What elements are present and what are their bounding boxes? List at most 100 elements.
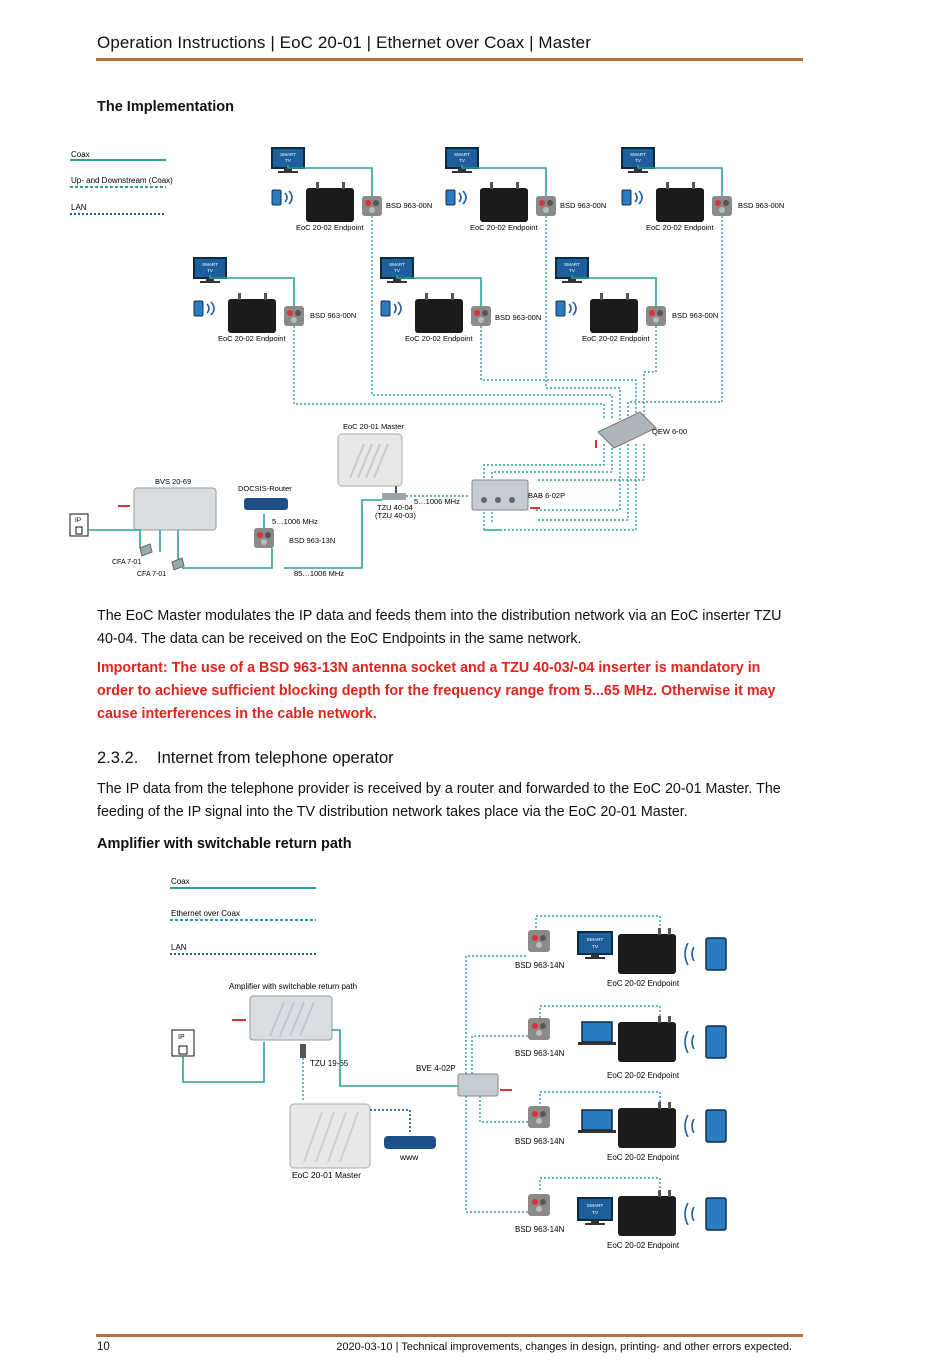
endpoint-device xyxy=(618,1102,676,1148)
endpoint-label: EoC 20-02 Endpoint xyxy=(607,979,680,988)
qew-splitter: QEW 6-00 xyxy=(595,411,687,449)
master-description: The EoC Master modulates the IP data and… xyxy=(97,608,782,647)
implementation-diagram: SMART TV Coax Up- and Downstream (Coax) … xyxy=(69,147,784,578)
amp-label: Amplifier with switchable return path xyxy=(229,982,357,991)
qew-label: QEW 6-00 xyxy=(652,427,687,436)
legend-coax-label: Coax xyxy=(171,877,190,886)
freq-label: 5…1006 MHz xyxy=(272,517,318,526)
bab-label: BAB 6-02P xyxy=(528,491,565,500)
laptop-icon xyxy=(577,1109,617,1134)
implementation-heading: The Implementation xyxy=(97,99,234,115)
antenna-socket-icon xyxy=(646,306,666,326)
antenna-socket-icon xyxy=(536,196,556,216)
tablet-icon xyxy=(684,937,727,971)
legend-updown-label: Up- and Downstream (Coax) xyxy=(71,176,173,185)
bab-splitter: BAB 6-02P xyxy=(471,479,565,511)
ip-socket: IP xyxy=(69,513,89,537)
important-note: Important: The use of a BSD 963-13N ante… xyxy=(97,660,776,722)
bsd-label: BSD 963-00N xyxy=(672,311,718,320)
page-number: 10 xyxy=(97,1341,110,1353)
endpoint-label: EoC 20-02 Endpoint xyxy=(646,223,714,232)
tzu-inserter: TZU 19-65 xyxy=(300,1044,349,1100)
coax-lines xyxy=(88,499,382,569)
endpoint-unit-4: BSD 963-00N EoC 20-02 Endpoint xyxy=(193,257,356,343)
antenna-socket-icon xyxy=(528,1194,550,1216)
legend-coax-label: Coax xyxy=(71,150,90,159)
www-label: www xyxy=(399,1152,419,1162)
legend-lan-label: LAN xyxy=(71,203,87,212)
ip-label: IP xyxy=(178,1034,185,1041)
bsd-label: BSD 963-00N xyxy=(560,201,606,210)
distribution-lines xyxy=(293,216,723,531)
endpoint-unit-5: BSD 963-00N EoC 20-02 Endpoint xyxy=(380,257,541,343)
www-router: www xyxy=(384,1136,436,1162)
docsis-label: DOCSIS-Router xyxy=(238,484,292,493)
bvs-label: BVS 20-69 xyxy=(155,477,191,486)
antenna-socket-icon xyxy=(528,1018,550,1040)
bsd-label: BSD 963-14N xyxy=(515,961,565,970)
tablet-icon xyxy=(445,189,467,206)
endpoint-label: EoC 20-02 Endpoint xyxy=(607,1241,680,1250)
smart-tv-icon xyxy=(555,257,589,284)
endpoint-label: EoC 20-02 Endpoint xyxy=(582,334,650,343)
endpoint-label: EoC 20-02 Endpoint xyxy=(218,334,286,343)
coax-ip-line xyxy=(182,1042,265,1083)
tzu-label: TZU 40-04 xyxy=(377,503,413,512)
antenna-socket-icon xyxy=(284,306,304,326)
smart-tv-icon xyxy=(445,147,479,174)
endpoint-device xyxy=(590,293,638,333)
endpoint-device xyxy=(618,1016,676,1062)
master-label: EoC 20-01 Master xyxy=(292,1170,361,1180)
tablet-icon xyxy=(271,189,293,206)
bsd-label: BSD 963-00N xyxy=(310,311,356,320)
smart-tv-icon xyxy=(577,931,613,960)
section-heading: 2.3.2.Internet from telephone operator xyxy=(97,749,394,768)
header-rule xyxy=(96,58,803,61)
endpoint2-unit-3: BSD 963-14N EoC 20-02 Endpoint xyxy=(515,1091,727,1162)
tablet-icon xyxy=(380,300,402,317)
freq-85-label: 85…1006 MHz xyxy=(294,569,344,578)
endpoint-device xyxy=(656,182,704,222)
antenna-socket-icon xyxy=(528,1106,550,1128)
eoc-master-device: EoC 20-01 Master xyxy=(337,422,404,494)
telephone-description: The IP data from the telephone provider … xyxy=(97,781,781,820)
bsd-label: BSD 963-14N xyxy=(515,1049,565,1058)
endpoint-label: EoC 20-02 Endpoint xyxy=(405,334,473,343)
endpoint-label: EoC 20-02 Endpoint xyxy=(607,1153,680,1162)
endpoint-device xyxy=(228,293,276,333)
bsd-label: BSD 963-14N xyxy=(515,1225,565,1234)
antenna-socket-icon xyxy=(528,930,550,952)
ip-label: IP xyxy=(75,517,81,524)
smart-tv-icon xyxy=(271,147,305,174)
endpoint2-unit-4: BSD 963-14N EoC 20-02 Endpoint xyxy=(515,1177,727,1250)
antenna-socket-icon xyxy=(362,196,382,216)
smart-tv-icon xyxy=(193,257,227,284)
endpoint-label: EoC 20-02 Endpoint xyxy=(470,223,538,232)
bsd13n-label: BSD 963-13N xyxy=(289,536,335,545)
tablet-icon xyxy=(621,189,643,206)
eoc-master-device: EoC 20-01 Master xyxy=(289,1103,371,1180)
antenna-socket-icon xyxy=(712,196,732,216)
return-path-amplifier: Amplifier with switchable return path xyxy=(229,982,357,1041)
tzu-inserter: TZU 40-04 (TZU 40-03) 5…1006 MHz xyxy=(375,493,470,520)
endpoint-unit-1: BSD 963-00N EoC 20-02 Endpoint xyxy=(271,147,432,232)
tzu-alt-label: (TZU 40-03) xyxy=(375,511,416,520)
amplifier-heading: Amplifier with switchable return path xyxy=(97,836,352,852)
endpoint2-unit-2: BSD 963-14N EoC 20-02 Endpoint xyxy=(515,1005,727,1080)
bsd-label: BSD 963-00N xyxy=(386,201,432,210)
bsd13n-socket: BSD 963-13N xyxy=(254,528,335,548)
endpoint-device xyxy=(306,182,354,222)
bsd-label: BSD 963-14N xyxy=(515,1137,565,1146)
freq-label: 5…1006 MHz xyxy=(414,497,460,506)
smart-tv-icon xyxy=(577,1197,613,1226)
endpoint-label: EoC 20-02 Endpoint xyxy=(607,1071,680,1080)
cfa-attenuators: CFA 7-01 CFA 7-01 xyxy=(112,543,185,578)
section-title: Internet from telephone operator xyxy=(157,749,394,767)
endpoint-label: EoC 20-02 Endpoint xyxy=(296,223,364,232)
diagram2-legend: Coax Ethernet over Coax LAN xyxy=(170,877,316,955)
smart-tv-icon xyxy=(380,257,414,284)
bsd-label: BSD 963-00N xyxy=(738,201,784,210)
docsis-router: DOCSIS-Router 5…1006 MHz xyxy=(238,484,318,526)
legend-lan-label: LAN xyxy=(171,943,187,952)
tzu-label: TZU 19-65 xyxy=(310,1059,349,1068)
